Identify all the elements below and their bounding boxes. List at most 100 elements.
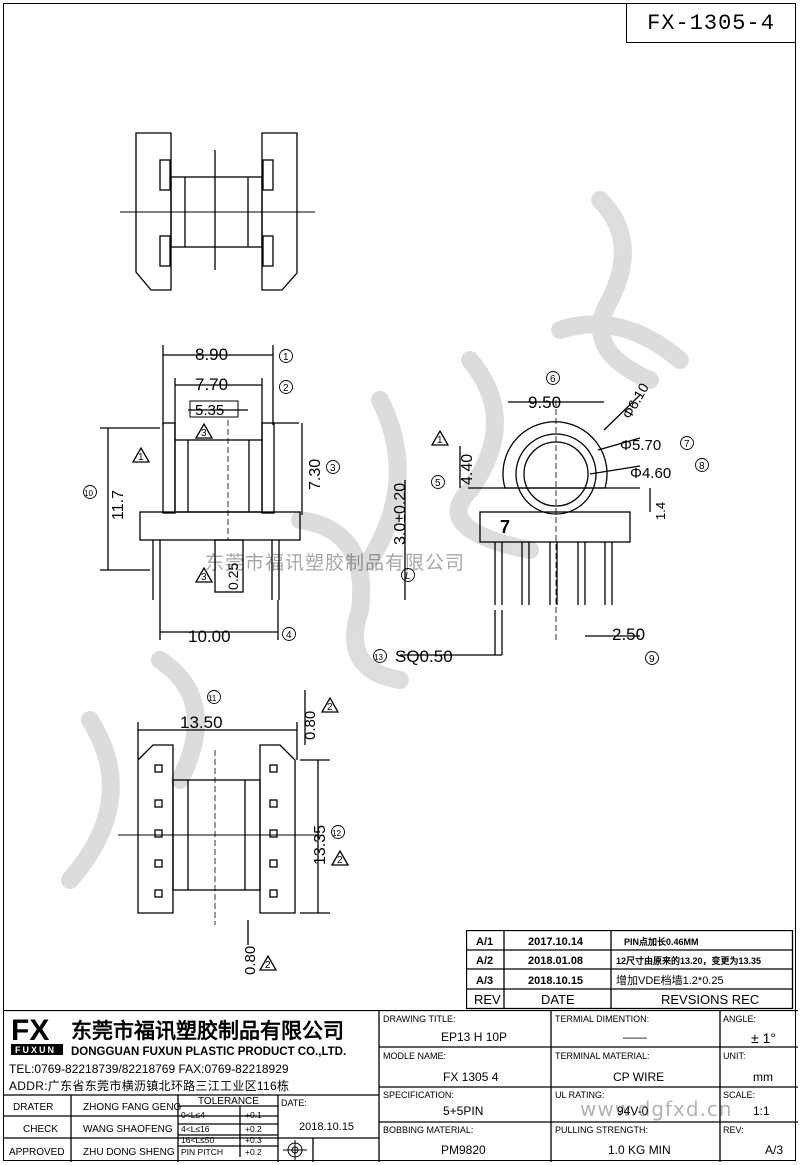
tri-2a: 2 [327, 702, 333, 713]
ul-label: UL RATING: [555, 1090, 605, 1100]
bottom-view [118, 690, 330, 945]
terminal-mat-label: TERMINAL MATERIAL: [555, 1051, 650, 1061]
scale-value: 1:1 [753, 1104, 770, 1118]
tol-range-3: 16<L≤50 [181, 1135, 215, 1145]
pulling-strength: 1.0 KG MIN [608, 1143, 671, 1157]
tol-val-4: +0.2 [245, 1147, 262, 1157]
check-label: CHECK [23, 1124, 58, 1135]
circled-10: 10 [84, 489, 93, 498]
rev-row2-rev: A/2 [476, 955, 493, 967]
rev-value: A/3 [765, 1143, 783, 1157]
top-view [120, 132, 315, 291]
circled-4: 4 [286, 630, 292, 641]
drater-name: ZHONG FANG GENG [83, 1102, 182, 1113]
document-number: FX-1305-4 [626, 3, 796, 43]
check-name: WANG SHAOFENG [83, 1124, 173, 1135]
dim-14: 1.4 [653, 502, 668, 520]
dim-025: 0.25 [225, 563, 241, 590]
pin-7-label: 7 [500, 517, 510, 537]
tol-val-3: +0.3 [245, 1135, 262, 1145]
circled-3: 3 [330, 463, 336, 474]
tri-2b: 2 [337, 855, 343, 866]
date-label: DATE: [281, 1098, 307, 1108]
drawing-title-label: DRAWING TITLE: [383, 1014, 456, 1024]
rev-header-rev: REV [474, 992, 501, 1007]
dim-6: 9.50 [528, 393, 561, 412]
circled-1: 1 [283, 352, 289, 363]
tri-3b: 3 [201, 572, 207, 583]
circled-2: 2 [283, 383, 289, 394]
company-address: ADDR:广东省东莞市横沥镇北环路三江工业区116栋 [9, 1078, 289, 1093]
circled-9: 9 [649, 654, 655, 665]
rev-label: REV: [723, 1125, 744, 1135]
projection-symbol [283, 1140, 307, 1160]
circled-8: 8 [699, 461, 705, 472]
spec-label: SPECIFICATION: [383, 1090, 454, 1100]
rev-row2-desc: 12尺寸由原来的13.20，变更为13.35 [616, 955, 761, 966]
dim-13: SQ0.50 [395, 647, 453, 666]
tol-range-2: 4<L≤16 [181, 1124, 210, 1134]
date-value: 2018.10.15 [299, 1121, 354, 1133]
dim-8: Φ4.60 [630, 465, 671, 482]
tri-2c: 2 [265, 960, 271, 971]
watermark-company: 东莞市福讯塑胶制品有限公司 [205, 552, 466, 574]
approved-name: ZHU DONG SHENG [83, 1147, 175, 1158]
rev-row3-rev: A/3 [476, 975, 493, 987]
dim-10: 11.7 [110, 490, 127, 520]
dim-phi610: Φ6.10 [619, 380, 652, 421]
circled-7: 7 [684, 439, 690, 450]
logo-fx: FX [11, 1014, 49, 1047]
logo-sub: FUXUN [15, 1045, 56, 1055]
tri-3a: 3 [201, 428, 207, 439]
angle-value: ± 1° [751, 1030, 776, 1046]
dim-9: 2.50 [612, 625, 645, 644]
dim-11: 13.50 [180, 713, 223, 732]
rev-header-desc: REVSIONS REC [661, 992, 759, 1007]
drawing-frame [3, 3, 796, 1161]
tri-1a: 1 [138, 452, 144, 463]
dim-30: 3.0±0.20 [392, 483, 409, 545]
specification: 5+5PIN [443, 1104, 483, 1118]
terminal-material: CP WIRE [613, 1070, 664, 1084]
unit-value: mm [753, 1070, 773, 1084]
rev-row2-date: 2018.01.08 [528, 955, 583, 967]
rev-row1-date: 2017.10.14 [528, 936, 584, 948]
logo-bar [11, 1044, 63, 1055]
circled-L: L [405, 571, 411, 582]
dim-535: 5.35 [195, 402, 224, 419]
drater-label: DRATER [13, 1102, 53, 1113]
circled-13: 13 [374, 653, 383, 662]
circled-11: 11 [208, 694, 217, 703]
tol-range-1: 0<L≤4 [181, 1110, 205, 1120]
ul-rating: 94V-0 [617, 1104, 649, 1118]
tol-range-4: PIN PITCH [181, 1147, 223, 1157]
rev-row3-date: 2018.10.15 [528, 975, 583, 987]
tolerance-title: TOLERANCE [198, 1096, 259, 1107]
tri-1b: 1 [437, 435, 443, 446]
rev-row3-desc: 增加VDE档墙1.2*0.25 [616, 973, 724, 987]
bobbin-label: BOBBING MATERIAL: [383, 1125, 473, 1135]
tol-val-1: +0.1 [245, 1110, 262, 1120]
title-block: FX FUXUN 东莞市福讯塑胶制品有限公司 DONGGUAN FUXUN PL… [3, 1010, 798, 1162]
dim-5: 4.40 [459, 454, 476, 485]
circled-6: 6 [550, 374, 556, 385]
tol-val-2: +0.2 [245, 1124, 262, 1134]
model-label: MODLE NAME: [383, 1051, 446, 1061]
revision-table: A/1 2017.10.14 PIN点加长0.46MM A/2 2018.01.… [466, 930, 794, 1010]
dim-12: 13.35 [312, 825, 329, 865]
terminal-dim: —— [623, 1030, 647, 1044]
dim-4: 10.00 [188, 627, 231, 646]
dim-1: 8.90 [195, 345, 228, 364]
drawing-title: EP13 H 10P [441, 1030, 507, 1044]
front-view [100, 345, 303, 640]
model-name: FX 1305 4 [443, 1070, 499, 1084]
dim-3: 7.30 [307, 459, 324, 490]
watermark-url: www.dgfxd.cn [580, 1097, 733, 1121]
circled-5: 5 [435, 478, 441, 489]
dim-7: Φ5.70 [620, 437, 661, 454]
unit-label: UNIT: [723, 1051, 746, 1061]
scale-label: SCALE: [723, 1090, 755, 1100]
rev-header-date: DATE [541, 992, 575, 1007]
side-view [400, 394, 651, 656]
pull-label: PULLING STRENGTH: [555, 1125, 648, 1135]
